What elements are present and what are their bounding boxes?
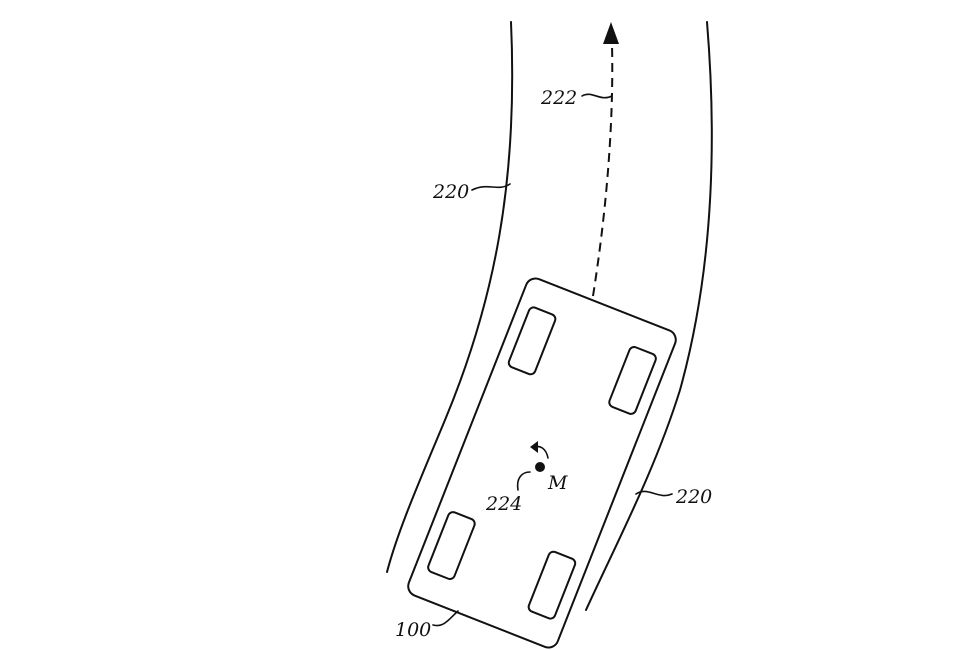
vehicle xyxy=(407,277,677,649)
rotation-arrowhead xyxy=(530,441,538,453)
planned-path xyxy=(592,43,614,297)
wheel-rear-left xyxy=(427,511,476,580)
path-arrowhead xyxy=(603,22,619,44)
label-moment: M xyxy=(547,472,568,494)
vehicle-body xyxy=(407,277,677,649)
leader-100 xyxy=(432,610,459,627)
wheel-front-left xyxy=(507,306,557,376)
label-rotation: 224 xyxy=(485,493,522,515)
label-road-right: 220 xyxy=(675,486,712,508)
wheel-rear-right xyxy=(527,550,577,620)
leader-220-left xyxy=(471,183,511,191)
label-path: 222 xyxy=(540,87,577,109)
leader-224 xyxy=(516,471,531,491)
label-road-left: 220 xyxy=(432,181,469,203)
moment-point xyxy=(535,462,545,472)
leader-222 xyxy=(581,93,613,99)
road-left-boundary xyxy=(386,21,514,573)
road-right-boundary xyxy=(585,21,713,611)
label-vehicle: 100 xyxy=(395,619,431,641)
leader-220-right xyxy=(635,490,673,497)
wheel-front-right xyxy=(608,346,657,415)
